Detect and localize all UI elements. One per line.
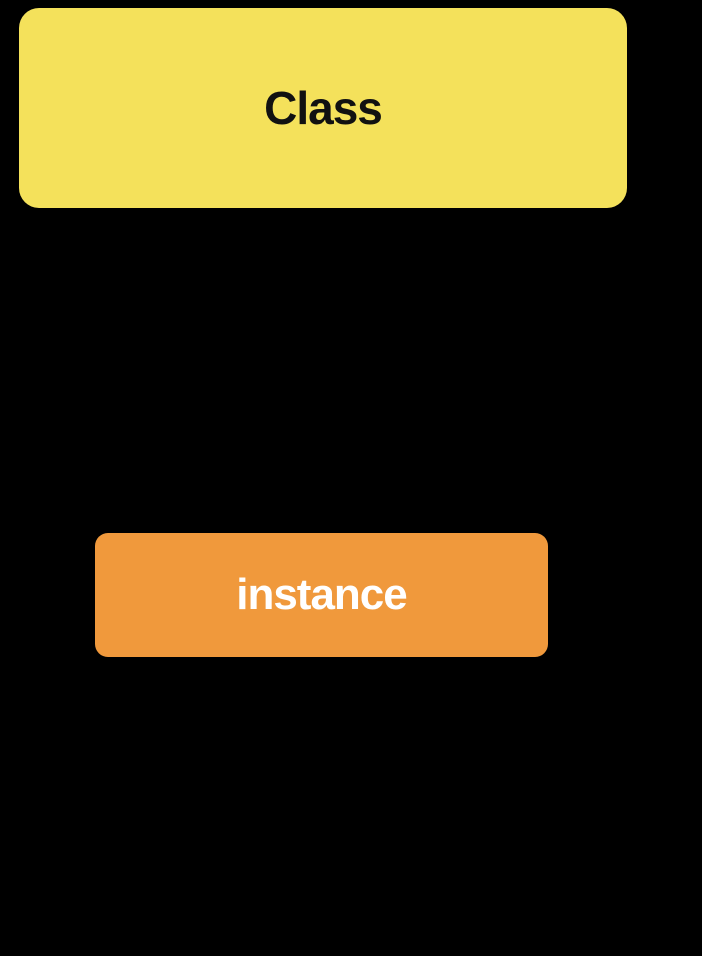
instance-node: instance bbox=[95, 533, 548, 657]
class-node-label: Class bbox=[264, 82, 383, 134]
instance-node-label: instance bbox=[236, 570, 408, 619]
class-node: Class bbox=[19, 8, 627, 208]
